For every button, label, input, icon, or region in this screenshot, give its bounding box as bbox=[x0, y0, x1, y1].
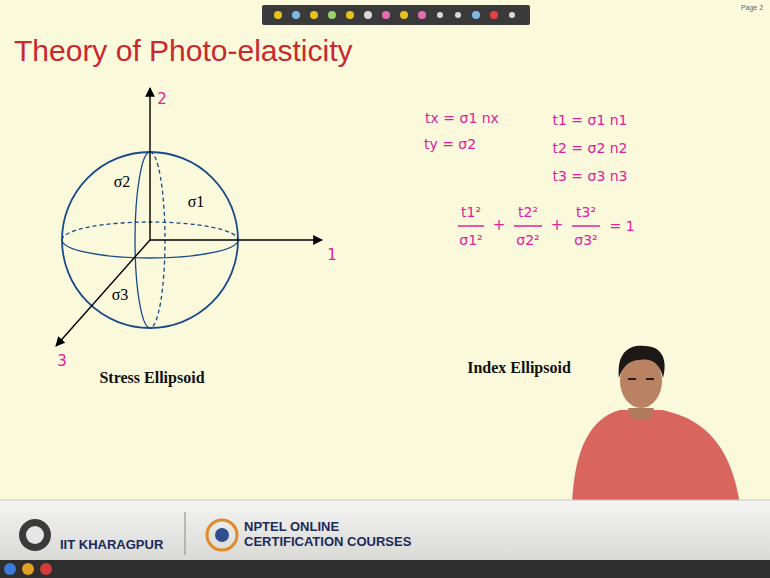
handwritten-equation: tx = σ1 nx bbox=[425, 110, 499, 126]
fraction-bars bbox=[458, 225, 600, 227]
presenter bbox=[572, 346, 740, 505]
fraction-part: σ2² bbox=[516, 232, 539, 248]
institute-name: IIT KHARAGPUR bbox=[60, 538, 163, 553]
slide-title: Theory of Photo-elasticity bbox=[14, 34, 352, 69]
operator: + bbox=[551, 217, 564, 234]
handwritten-equation: t2 = σ2 n2 bbox=[552, 140, 627, 156]
stress-symbol: σ2 bbox=[114, 173, 131, 191]
operator: + bbox=[493, 217, 506, 234]
stress-symbol: σ3 bbox=[112, 286, 129, 304]
axis-label: 2 bbox=[157, 91, 167, 108]
handwritten-equation: t1 = σ1 n1 bbox=[552, 112, 627, 128]
fraction-part: σ3² bbox=[574, 232, 597, 248]
footer-band bbox=[0, 500, 770, 578]
axis-label: 3 bbox=[57, 353, 67, 370]
operator: = 1 bbox=[609, 218, 634, 234]
toolbar bbox=[262, 5, 530, 25]
handwritten-equation: ty = σ2 bbox=[424, 136, 476, 152]
fraction-part: t3² bbox=[576, 204, 596, 220]
fraction-part: t2² bbox=[518, 204, 538, 220]
fraction-part: σ1² bbox=[459, 232, 482, 248]
figure-caption: Index Ellipsoid bbox=[467, 359, 571, 377]
handwritten-equation: t3 = σ3 n3 bbox=[552, 168, 627, 184]
axis-label: 1 bbox=[327, 247, 337, 264]
axes bbox=[56, 88, 322, 346]
stress-symbol: σ1 bbox=[188, 193, 205, 211]
figure-caption: Stress Ellipsoid bbox=[99, 369, 204, 387]
page-number: Page 2 bbox=[741, 4, 763, 12]
fraction-part: t1² bbox=[461, 204, 481, 220]
course-name: NPTEL ONLINE CERTIFICATION COURSES bbox=[244, 520, 429, 550]
